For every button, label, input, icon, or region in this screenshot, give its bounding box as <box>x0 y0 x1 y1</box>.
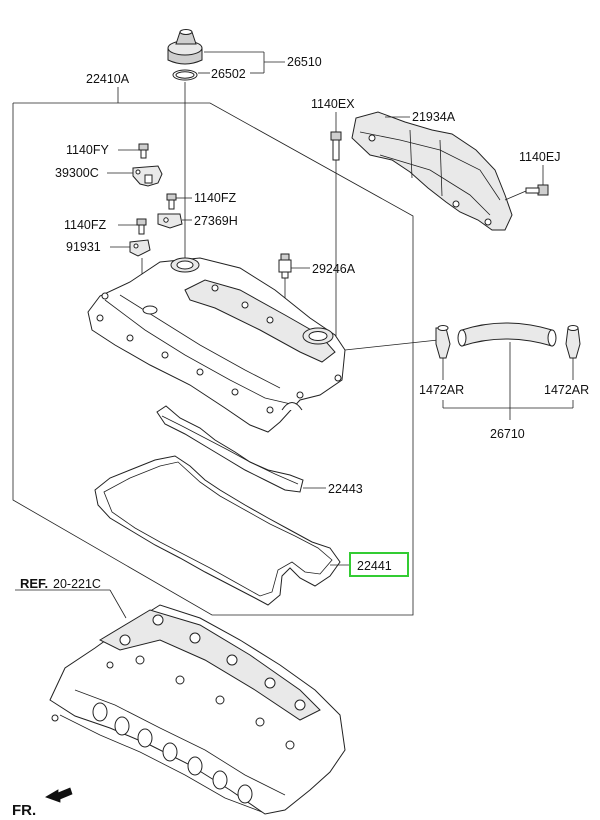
bolt-1140fy[interactable] <box>138 143 149 159</box>
label-ref-number[interactable]: 20-221C <box>53 577 101 591</box>
bolt-1140ej[interactable] <box>525 184 549 196</box>
highlight-box[interactable] <box>349 552 409 577</box>
label-bolt-fz1[interactable]: 1140FZ <box>194 191 237 205</box>
label-oring[interactable]: 26502 <box>211 67 246 81</box>
hose-clamp-left[interactable] <box>435 325 451 359</box>
cylinder-head-cover[interactable] <box>87 257 346 433</box>
label-pcv[interactable]: 29246A <box>312 262 356 276</box>
label-gasket-inner[interactable]: 22443 <box>328 482 363 496</box>
pcv-valve[interactable] <box>278 253 292 279</box>
label-bolt-ex[interactable]: 1140EX <box>311 97 355 111</box>
assembly-frame <box>12 87 414 616</box>
heat-shield[interactable] <box>351 111 513 231</box>
cylinder-head-ref[interactable] <box>49 604 346 815</box>
bolt-1140fz-lower[interactable] <box>136 218 147 235</box>
clip-91931[interactable] <box>129 239 151 257</box>
label-cover-assy[interactable]: 22410A <box>86 72 130 86</box>
oil-filler-cap[interactable] <box>167 29 203 65</box>
label-gasket-outer[interactable]: 22441 <box>357 559 392 573</box>
gasket-22443[interactable] <box>156 405 304 493</box>
label-bolt-fz2[interactable]: 1140FZ <box>64 218 107 232</box>
label-ref-prefix[interactable]: REF. <box>20 576 48 591</box>
hose-clamp-right[interactable] <box>565 325 581 359</box>
sensor-39300c[interactable] <box>132 165 163 187</box>
label-front: FR. <box>12 802 36 819</box>
bracket-27369h[interactable] <box>157 213 183 229</box>
label-clip[interactable]: 91931 <box>66 240 101 254</box>
o-ring[interactable] <box>172 69 198 81</box>
bolt-1140ex[interactable] <box>330 131 342 161</box>
label-bolt-ej[interactable]: 1140EJ <box>519 150 560 164</box>
label-bolt-fy[interactable]: 1140FY <box>66 143 110 157</box>
label-cap[interactable]: 26510 <box>287 55 322 69</box>
bolt-1140fz-upper[interactable] <box>166 193 177 210</box>
label-clamp-left[interactable]: 1472AR <box>419 383 464 397</box>
gasket-22441[interactable] <box>94 455 341 606</box>
label-bracket[interactable]: 27369H <box>194 214 238 228</box>
leader-26510 <box>198 51 285 74</box>
label-sensor[interactable]: 39300C <box>55 166 99 180</box>
label-hose[interactable]: 26710 <box>490 427 525 441</box>
label-heat-shield[interactable]: 21934A <box>412 110 456 124</box>
breather-hose[interactable] <box>457 322 557 347</box>
front-arrow-icon <box>45 787 73 803</box>
label-clamp-right[interactable]: 1472AR <box>544 383 589 397</box>
